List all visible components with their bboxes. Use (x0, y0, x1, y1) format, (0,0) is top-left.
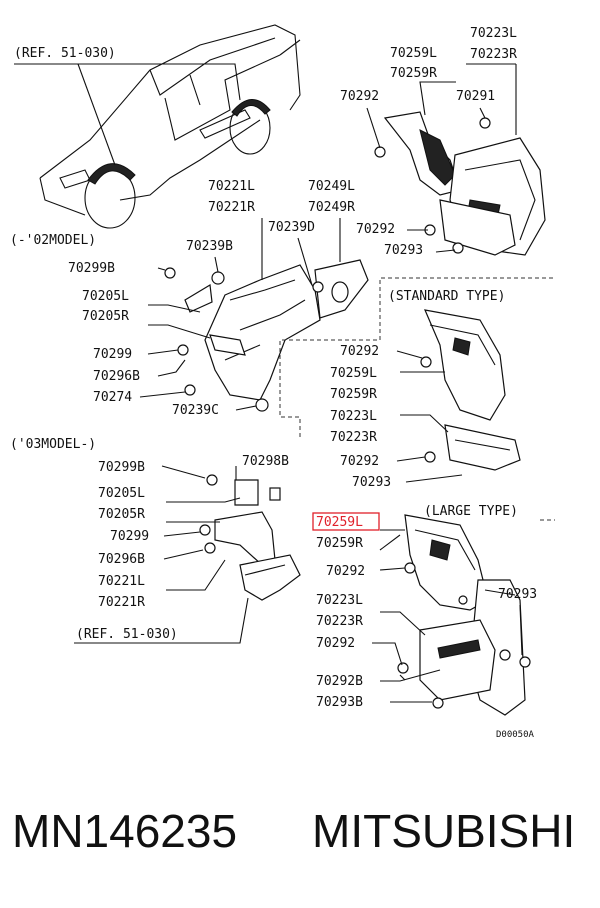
part-70205L-03: 70205L (98, 486, 145, 501)
mudflap-standard (420, 309, 521, 471)
part-70223L-large: 70223L (316, 593, 363, 608)
part-70293B: 70293B (316, 695, 363, 710)
part-70223L-top: 70223L (470, 26, 517, 41)
part-70259L-top: 70259L (390, 46, 437, 61)
image-code: D00050A (496, 730, 535, 740)
model-label-03: ('03MODEL-) (10, 437, 96, 452)
part-70292-std-a: 70292 (340, 344, 379, 359)
part-70292B: 70292B (316, 674, 363, 689)
part-70292-large-a: 70292 (326, 564, 365, 579)
part-70223R-top: 70223R (470, 47, 517, 62)
mudflap-large (397, 514, 531, 716)
parts-diagram: (REF. 51-030) 70259L 70259R 70223L 70223… (10, 24, 555, 740)
part-70259L-std: 70259L (330, 366, 377, 381)
part-70299-03: 70299 (110, 529, 149, 544)
part-70293-std: 70293 (352, 475, 391, 490)
part-70239C: 70239C (172, 403, 219, 418)
part-70293-large: 70293 (498, 587, 537, 602)
part-70292-top-b: 70292 (356, 222, 395, 237)
part-70299B-03: 70299B (98, 460, 145, 475)
part-70223R-std: 70223R (330, 430, 377, 445)
inner-fender-03 (199, 474, 301, 601)
part-70296B-03: 70296B (98, 552, 145, 567)
ref-label-bottom: (REF. 51-030) (76, 627, 178, 642)
model-label-02: (-'02MODEL) (10, 233, 96, 248)
vehicle-sketch (39, 24, 301, 229)
inner-fender-02 (164, 259, 369, 412)
part-70259L-large-highlighted: 70259L (316, 515, 363, 530)
brand-name: MITSUBISHI (312, 805, 576, 857)
part-70292-std-b: 70292 (340, 454, 379, 469)
part-70249R: 70249R (308, 200, 355, 215)
part-70296B-02: 70296B (93, 369, 140, 384)
part-70239B: 70239B (186, 239, 233, 254)
part-70221R-02: 70221R (208, 200, 255, 215)
mudflap-assembly-top (374, 111, 546, 256)
part-70221L-02: 70221L (208, 179, 255, 194)
part-70239D: 70239D (268, 220, 315, 235)
part-70293-top: 70293 (384, 243, 423, 258)
large-type-label: (LARGE TYPE) (424, 504, 518, 519)
part-70259R-std: 70259R (330, 387, 377, 402)
part-number: MN146235 (12, 805, 238, 857)
part-70291: 70291 (456, 89, 495, 104)
highlight-box-70259L (312, 512, 380, 531)
part-70299B-02: 70299B (68, 261, 115, 276)
part-70259R-top: 70259R (390, 66, 437, 81)
part-70292-top-a: 70292 (340, 89, 379, 104)
part-70299-02: 70299 (93, 347, 132, 362)
part-70205R-02: 70205R (82, 309, 129, 324)
part-70221R-03: 70221R (98, 595, 145, 610)
part-70221L-03: 70221L (98, 574, 145, 589)
standard-type-label: (STANDARD TYPE) (388, 289, 505, 304)
part-70223L-std: 70223L (330, 409, 377, 424)
part-70249L: 70249L (308, 179, 355, 194)
part-70205L-02: 70205L (82, 289, 129, 304)
part-70205R-03: 70205R (98, 507, 145, 522)
part-70223R-large: 70223R (316, 614, 363, 629)
ref-label-top: (REF. 51-030) (14, 46, 116, 61)
part-70292-large-b: 70292 (316, 636, 355, 651)
part-70298B: 70298B (242, 454, 289, 469)
footer: MN146235 MITSUBISHI (0, 804, 600, 874)
part-70259R-large: 70259R (316, 536, 363, 551)
part-70274: 70274 (93, 390, 132, 405)
